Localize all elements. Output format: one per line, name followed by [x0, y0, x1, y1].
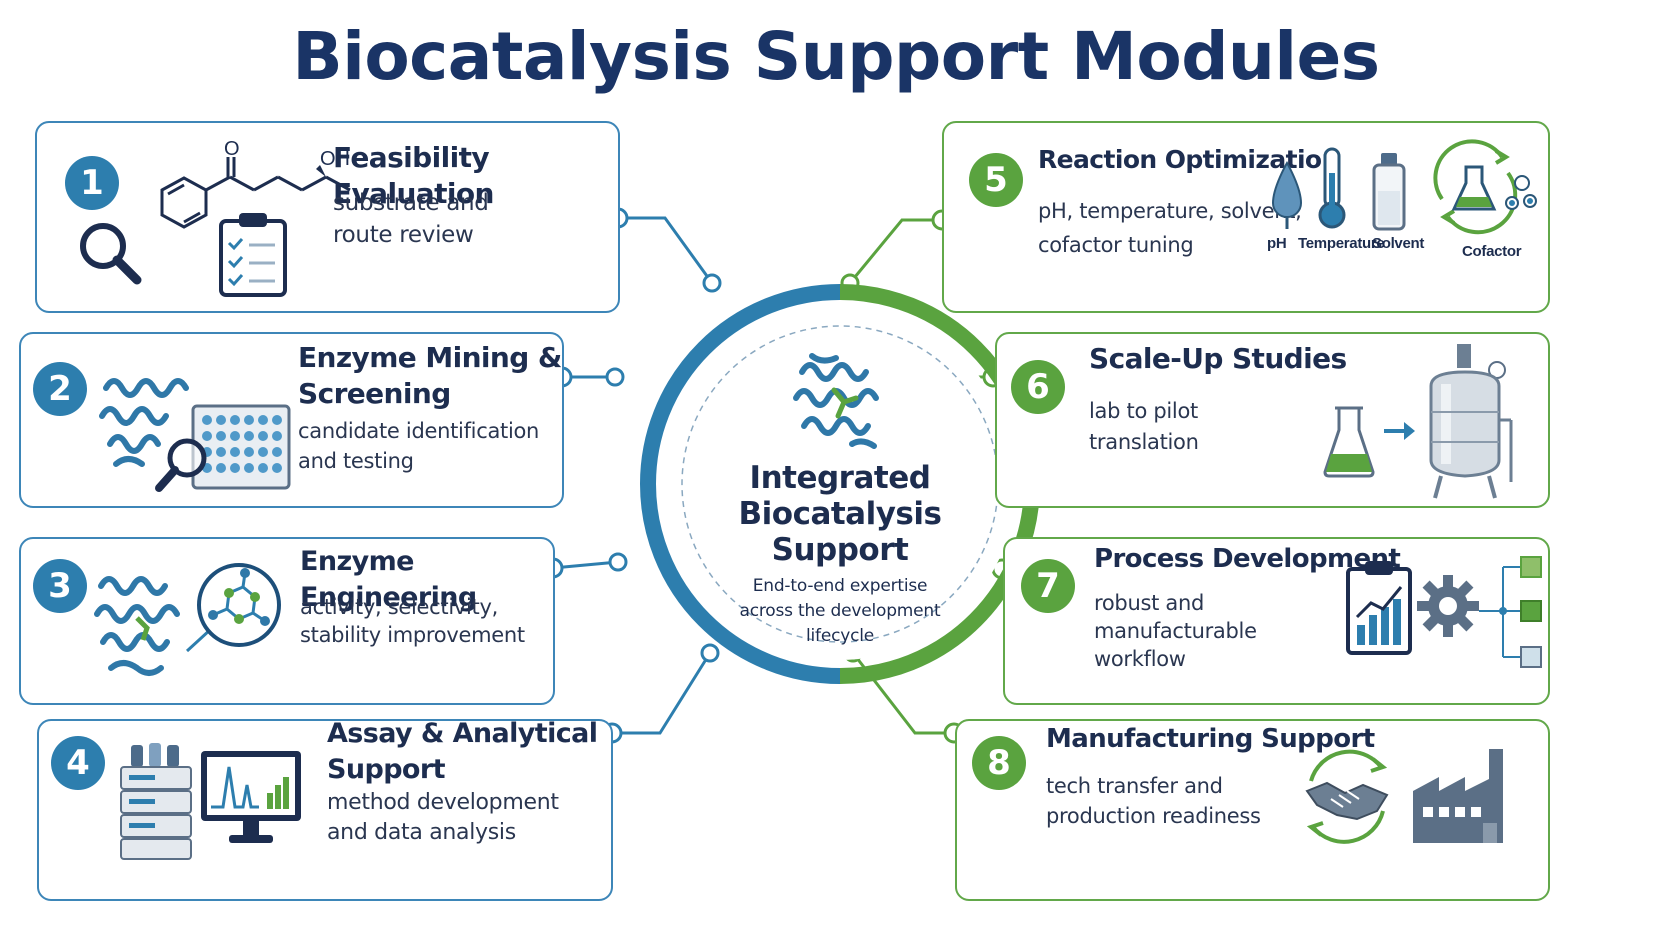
module-title-line: Manufacturing Support: [1046, 724, 1375, 754]
module-desc-line: stability improvement: [300, 623, 525, 647]
module-desc-line: lab to pilot: [1089, 399, 1198, 423]
workflow-icon: [1479, 556, 1542, 668]
module-card-enzyme-engineering: 3 Enzyme Engineering activity, selectivi…: [19, 537, 555, 705]
module-desc-line: substrate and: [333, 190, 489, 216]
module-card-scale-up-studies: 6 Scale-Up Studies lab to pilot translat…: [995, 332, 1550, 508]
module-description: lab to pilot translation: [1089, 396, 1199, 458]
module-desc-line: activity, selectivity,: [300, 595, 498, 619]
module-desc-line: cofactor tuning: [1038, 233, 1194, 257]
module-title-line: Enzyme Engineering: [300, 546, 477, 613]
protein-structure-icon: [94, 576, 180, 676]
module-card-assay-analytical-support: 4 Assay & Analytical Support method deve…: [37, 716, 613, 901]
hub-subtitle: End-to-end expertise across the developm…: [715, 574, 965, 649]
protein-structure-icon: [793, 353, 879, 449]
module-title: Enzyme Engineering: [300, 544, 553, 616]
hub-title: Integrated Biocatalysis Support: [690, 460, 990, 568]
module-description: activity, selectivity, stability improve…: [300, 593, 525, 649]
module-desc-line: method development: [327, 790, 559, 815]
page-title: Biocatalysis Support Modules: [292, 18, 1380, 95]
well-plate-icon: [191, 404, 291, 490]
gear-icon: [1417, 575, 1479, 637]
chemical-label: O: [224, 138, 240, 160]
module-desc-line: and testing: [298, 449, 414, 473]
module-description: robust and manufacturable workflow: [1094, 589, 1257, 673]
module-number-badge: 6: [1011, 360, 1065, 414]
protein-structure-icon: [99, 378, 189, 467]
module-card-manufacturing-support: 8 Manufacturing Support tech transfer an…: [955, 719, 1550, 901]
module-title-line: Support: [327, 754, 446, 785]
clipboard-checklist-icon: [219, 213, 287, 297]
module-description: method development and data analysis: [327, 788, 559, 848]
module-title-line: Scale-Up Studies: [1089, 342, 1347, 375]
monitor-chromatogram-icon: [201, 751, 301, 843]
module-card-enzyme-mining-screening: 2 Enzyme Mining & Screening candidate id…: [19, 332, 564, 508]
handshake-cycle-icon: [1305, 749, 1389, 844]
solvent-bottle-icon: [1372, 153, 1406, 231]
module-desc-line: production readiness: [1046, 804, 1261, 828]
thermometer-icon: [1318, 147, 1346, 229]
flask-icon: [1323, 406, 1375, 478]
chemical-label: OH: [320, 148, 350, 170]
module-desc-line: tech transfer and: [1046, 774, 1223, 798]
arrow-right-icon: [1384, 422, 1415, 440]
module-card-reaction-optimization: 5 Reaction Optimization pH, temperature,…: [942, 121, 1550, 313]
module-title-line: Enzyme Mining &: [298, 341, 562, 374]
bioreactor-icon: [1429, 344, 1513, 499]
module-desc-line: manufacturable: [1094, 619, 1257, 643]
module-desc-line: candidate identification: [298, 419, 540, 443]
module-description: substrate and route review: [333, 187, 489, 251]
module-description: tech transfer and production readiness: [1046, 771, 1261, 831]
factor-label-temperature: Temperature: [1298, 235, 1385, 252]
hub-title-line: Support: [771, 532, 909, 568]
module-number-badge: 8: [972, 736, 1026, 790]
magnifier-icon: [80, 223, 142, 285]
module-desc-line: translation: [1089, 430, 1199, 454]
module-number-badge: 1: [65, 156, 119, 210]
hub-title-line: Biocatalysis: [738, 496, 942, 532]
clipboard-chart-icon: [1346, 561, 1412, 655]
factory-icon: [1413, 749, 1503, 843]
module-desc-line: and data analysis: [327, 820, 516, 845]
module-number-badge: 3: [33, 559, 87, 613]
module-title: Feasibility Evaluation: [333, 140, 618, 212]
module-number-badge: 5: [969, 153, 1023, 207]
module-title: Scale-Up Studies: [1089, 341, 1347, 377]
factor-label-solvent: Solvent: [1372, 235, 1425, 252]
cofactor-cycle-flask-icon: [1433, 139, 1537, 235]
module-desc-line: robust and: [1094, 591, 1205, 615]
module-description: pH, temperature, solvent, cofactor tunin…: [1038, 194, 1302, 262]
module-number-badge: 2: [33, 362, 87, 416]
module-number-badge: 7: [1021, 559, 1075, 613]
module-title: Assay & Analytical Support: [327, 716, 598, 788]
module-desc-line: pH, temperature, solvent,: [1038, 199, 1302, 223]
hub-subtitle-line: across the development: [739, 601, 941, 621]
chemical-structure-icon: O OH: [160, 138, 351, 229]
module-description: candidate identification and testing: [298, 416, 539, 476]
magnifier-icon: [155, 438, 207, 492]
module-title-line: Feasibility Evaluation: [333, 141, 494, 210]
ph-droplet-icon: [1271, 161, 1303, 229]
module-card-feasibility-evaluation: 1 O OH Feasibility Evaluation substrate …: [35, 121, 620, 313]
hub-subtitle-line: lifecycle: [805, 626, 875, 646]
factor-label-ph: pH: [1267, 235, 1287, 252]
hub-title-line: Integrated: [749, 460, 931, 496]
module-title: Manufacturing Support: [1046, 721, 1375, 757]
module-number-badge: 4: [51, 736, 105, 790]
hub-subtitle-line: End-to-end expertise: [752, 576, 928, 596]
module-title-line: Assay & Analytical: [327, 718, 598, 749]
molecule-zoom-icon: [185, 563, 281, 653]
factor-label-cofactor: Cofactor: [1462, 243, 1522, 260]
hplc-instrument-icon: [120, 743, 192, 860]
module-desc-line: route review: [333, 222, 474, 248]
module-desc-line: workflow: [1094, 647, 1186, 671]
module-title: Enzyme Mining & Screening: [298, 340, 562, 412]
module-title-line: Screening: [298, 377, 451, 410]
module-card-process-development: 7 Process Development robust and manufac…: [1003, 537, 1550, 705]
